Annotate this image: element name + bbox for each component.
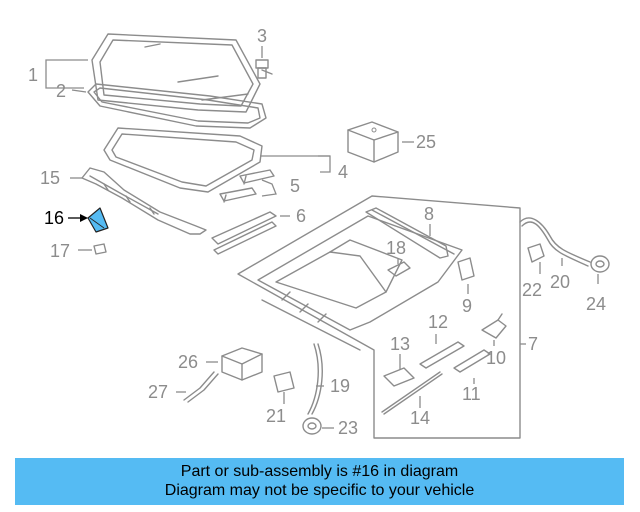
- callout-24: 24: [586, 294, 606, 314]
- callout-2: 2: [56, 81, 66, 101]
- callout-20: 20: [550, 272, 570, 292]
- callout-12: 12: [428, 312, 448, 332]
- callout-22: 22: [522, 280, 542, 300]
- part-21-clip: [273, 371, 295, 393]
- part-20-hose: [519, 217, 591, 267]
- part-26-motor: [221, 347, 263, 381]
- callout-8: 8: [424, 204, 434, 224]
- part-10-guide: [481, 313, 507, 339]
- part-13-motor: [383, 367, 415, 387]
- leader-lines: [45, 59, 599, 429]
- callout-5: 5: [290, 176, 300, 196]
- part-19-hose: [307, 343, 323, 415]
- part-22-clip: [527, 243, 545, 263]
- part-9-clip: [457, 257, 475, 281]
- part-11-rail: [453, 349, 491, 373]
- part-3-bolt: [255, 46, 273, 79]
- callout-14: 14: [410, 408, 430, 428]
- info-banner: Part or sub-assembly is #16 in diagram D…: [15, 458, 624, 505]
- part-7-assembly-frame: [237, 195, 521, 439]
- callout-19: 19: [330, 376, 350, 396]
- part-16-highlighted: [87, 207, 109, 233]
- callout-11: 11: [462, 384, 481, 404]
- part-25-module: [347, 121, 399, 163]
- callout-26: 26: [178, 352, 198, 372]
- callout-16: 16: [44, 208, 64, 228]
- callout-21: 21: [266, 406, 286, 426]
- callout-10: 10: [486, 348, 506, 368]
- banner-part-note: Part or sub-assembly is #16 in diagram: [180, 463, 459, 480]
- part-23-grommet: [302, 417, 322, 435]
- callout-15: 15: [40, 168, 60, 188]
- callout-3: 3: [257, 26, 267, 46]
- part-18-bracket: [387, 261, 411, 277]
- arrow-16: [68, 214, 88, 222]
- callout-13: 13: [390, 334, 410, 354]
- part-24-grommet: [590, 255, 610, 273]
- part-17-clip: [93, 243, 107, 255]
- part-2-seal: [87, 83, 267, 129]
- callout-6: 6: [296, 206, 306, 226]
- callout-25: 25: [416, 132, 436, 152]
- part-6-rail: [211, 211, 277, 255]
- part-14-cable: [381, 371, 443, 415]
- part-5-clips: [219, 169, 275, 203]
- callout-7: 7: [528, 334, 538, 354]
- part-15-weatherstrip: [81, 167, 207, 235]
- callout-17: 17: [50, 241, 70, 261]
- part-4-frame: [103, 127, 263, 193]
- part-27-cable: [183, 371, 219, 403]
- callout-27: 27: [148, 382, 168, 402]
- callout-1: 1: [28, 65, 38, 85]
- callout-18: 18: [386, 238, 406, 258]
- callout-23: 23: [338, 418, 358, 438]
- part-12-cable: [419, 341, 465, 369]
- banner-disclaimer: Diagram may not be specific to your vehi…: [164, 482, 475, 499]
- part-1-glass-panel: [91, 33, 261, 113]
- part-8-deflector: [365, 207, 449, 259]
- callout-4: 4: [338, 162, 348, 182]
- callout-9: 9: [462, 296, 472, 316]
